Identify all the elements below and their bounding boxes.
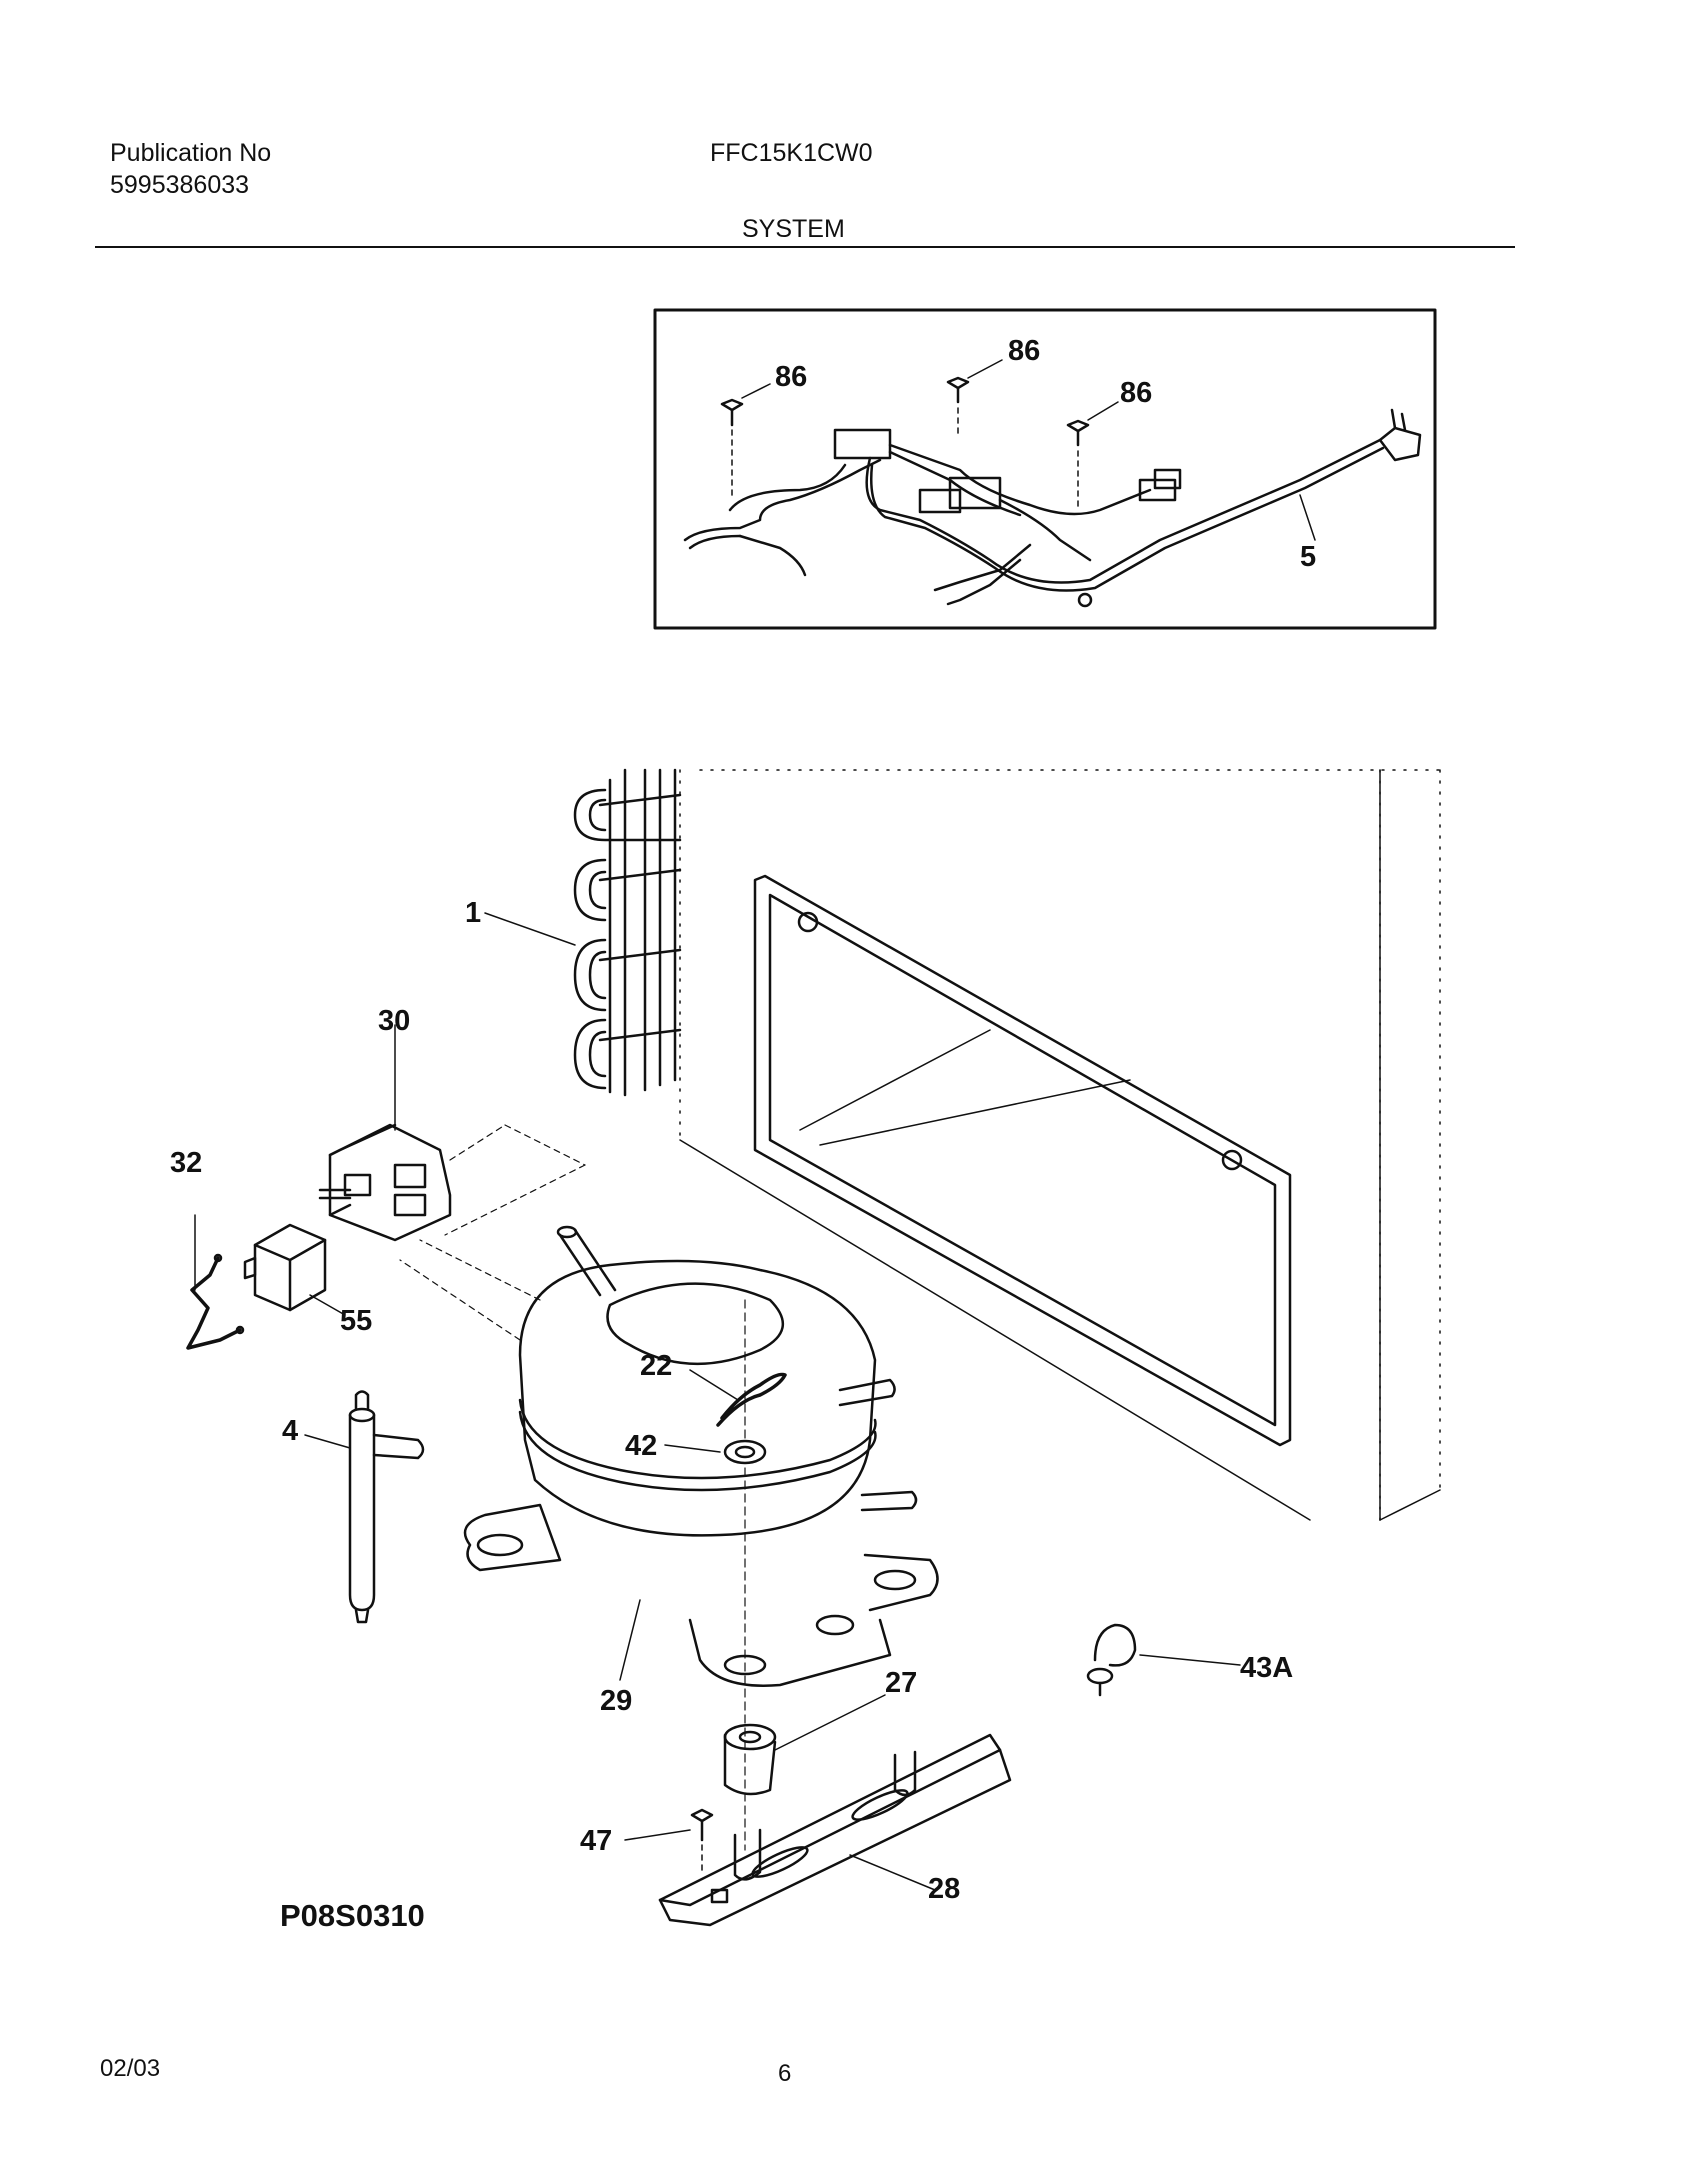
screw-86-a — [720, 398, 744, 499]
callout-86-b: 86 — [1008, 335, 1040, 367]
callout-27: 27 — [885, 1667, 917, 1699]
screw-47 — [624, 1808, 714, 1871]
publication-label: Publication No — [110, 139, 272, 167]
section-title: SYSTEM — [742, 215, 845, 243]
callout-28: 28 — [928, 1873, 960, 1905]
compressor — [399, 1225, 939, 1851]
publication-number: 5995386033 — [110, 171, 250, 199]
cabinet-outline — [679, 769, 1441, 1521]
inset-frame — [653, 308, 1437, 630]
clamp-43a — [1086, 1623, 1241, 1697]
callout-43a: 43A — [1240, 1652, 1293, 1684]
screw-86-c — [1066, 419, 1090, 511]
clip-22 — [689, 1369, 787, 1427]
callout-22: 22 — [640, 1350, 672, 1382]
drier — [304, 1390, 425, 1624]
model-number: FFC15K1CW0 — [710, 139, 873, 167]
callout-86-c: 86 — [1120, 377, 1152, 409]
screw-86-b — [946, 376, 970, 439]
callout-30: 30 — [378, 1005, 410, 1037]
condenser-coil — [484, 768, 682, 1097]
callout-47: 47 — [580, 1825, 612, 1857]
callout-32: 32 — [170, 1147, 202, 1179]
base-pan — [753, 874, 1292, 1447]
relay-wire — [186, 1214, 245, 1350]
grommet-27 — [723, 1694, 886, 1796]
overload-protector — [243, 1223, 346, 1316]
footer-date: 02/03 — [100, 2055, 161, 2082]
diagram-reference-code: P08S0310 — [280, 1898, 425, 1933]
callout-1: 1 — [465, 897, 481, 929]
callout-29: 29 — [600, 1685, 632, 1717]
header-rule — [95, 246, 1515, 248]
mounting-bracket — [658, 1733, 1012, 1927]
wiring-harness-inset — [653, 308, 1437, 630]
callout-55: 55 — [340, 1305, 372, 1337]
relay-assembly — [318, 1024, 586, 1242]
callout-4: 4 — [282, 1415, 298, 1447]
callout-86-a: 86 — [775, 361, 807, 393]
callout-42: 42 — [625, 1430, 657, 1462]
callout-5: 5 — [1300, 541, 1316, 573]
page-number: 6 — [778, 2060, 792, 2087]
